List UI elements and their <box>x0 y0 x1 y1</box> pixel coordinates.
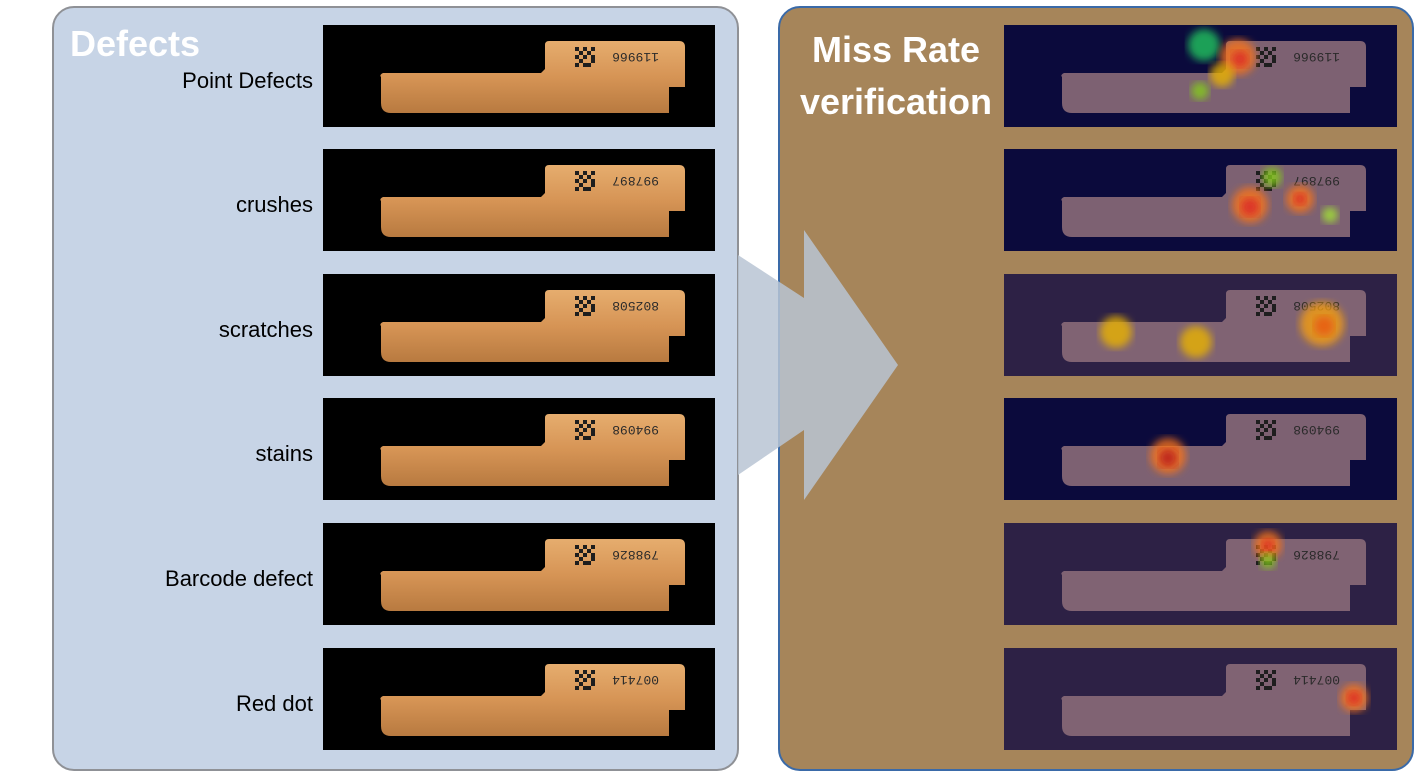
defect-label: crushes <box>235 192 313 217</box>
defect-image: 119966 <box>323 25 715 127</box>
heatmap-serial-number: 119966 <box>1293 49 1340 64</box>
serial-number: 994098 <box>612 422 659 437</box>
defect-image: 802508 <box>323 274 715 376</box>
heatmap-image: 994098 <box>1004 398 1397 500</box>
miss-rate-title-line1: Miss Rate <box>811 29 981 70</box>
miss-rate-title-line2: verification <box>799 81 993 122</box>
defect-image: 798826 <box>323 523 715 625</box>
serial-number: 997897 <box>612 173 659 188</box>
defects-panel <box>52 6 739 771</box>
heatmap-image: 997897 <box>1004 149 1397 251</box>
serial-number: 007414 <box>612 672 659 687</box>
defect-label: scratches <box>218 317 313 342</box>
heatmap-image: 802508 <box>1004 274 1397 376</box>
defect-label: stains <box>255 441 313 466</box>
heatmap-image: 798826 <box>1004 523 1397 625</box>
heatmap-serial-number: 997897 <box>1293 173 1340 188</box>
miss-rate-panel <box>778 6 1414 771</box>
heatmap-serial-number: 007414 <box>1293 672 1340 687</box>
defect-label: Barcode defect <box>165 566 313 591</box>
serial-number: 802508 <box>612 298 659 313</box>
defects-title: Defects <box>70 23 201 64</box>
defect-label: Red dot <box>235 691 313 716</box>
defect-image: 007414 <box>323 648 715 750</box>
heatmap-image: 119966 <box>1004 25 1397 127</box>
defect-label: Point Defects <box>182 68 313 93</box>
miss-rate-title: Miss Rate verification <box>788 24 1004 128</box>
defect-image: 997897 <box>323 149 715 251</box>
flow-arrow <box>738 230 898 500</box>
heatmap-image: 007414 <box>1004 648 1397 750</box>
flow-arrow-shape <box>738 230 898 500</box>
serial-number: 119966 <box>612 49 659 64</box>
heatmap-serial-number: 798826 <box>1293 547 1340 562</box>
serial-number: 798826 <box>612 547 659 562</box>
defect-image: 994098 <box>323 398 715 500</box>
heatmap-serial-number: 994098 <box>1293 422 1340 437</box>
